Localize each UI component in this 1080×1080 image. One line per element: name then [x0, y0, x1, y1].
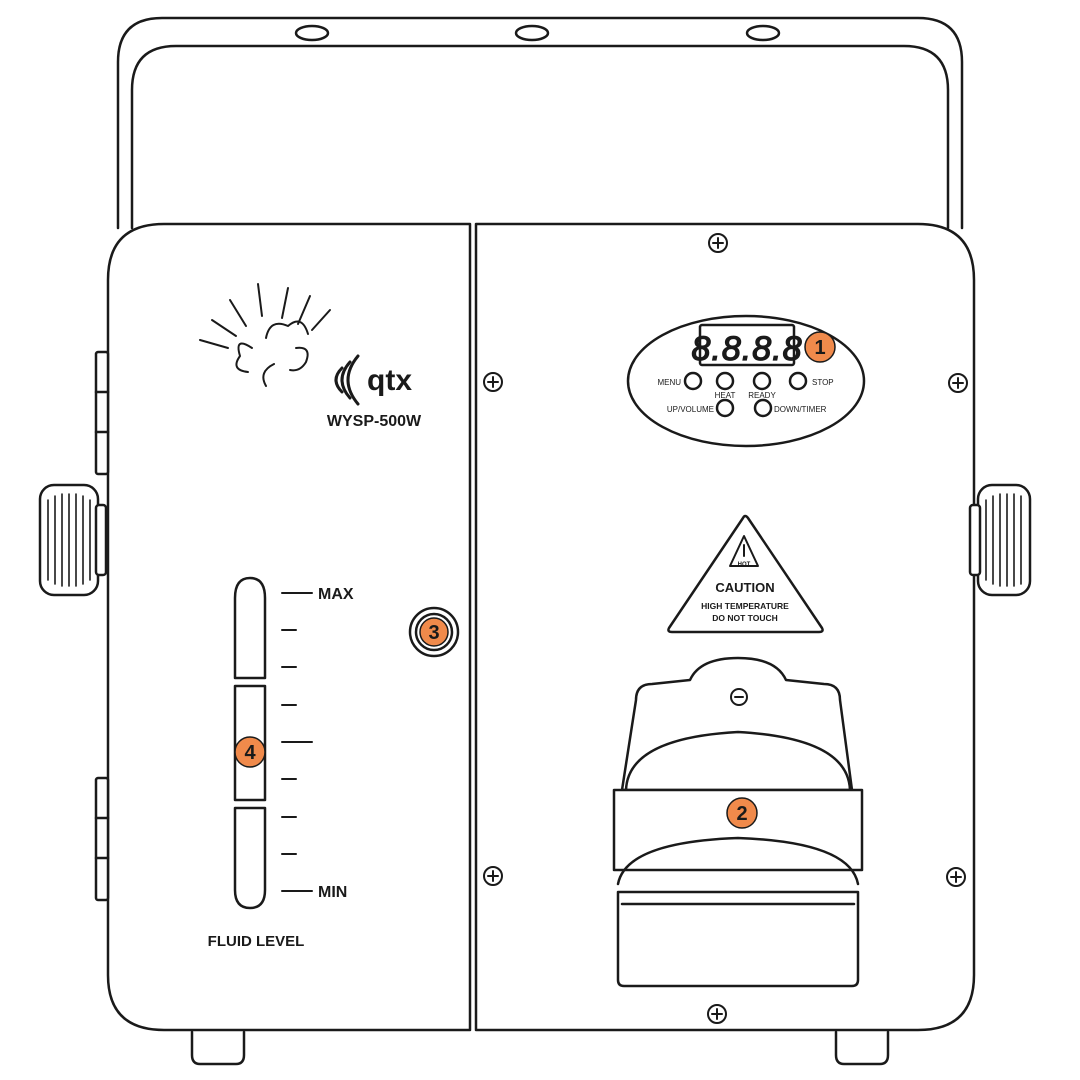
callout-1: 1 [804, 331, 836, 363]
bracket-hole-right [745, 24, 781, 42]
ready-label: READY [748, 391, 776, 400]
hinge-top [94, 350, 110, 476]
down-timer-button[interactable] [753, 398, 773, 418]
plus-screw-icon [948, 373, 968, 393]
callout-3: 3 [419, 617, 449, 647]
bracket-hole-center [514, 24, 550, 42]
adjustment-knob-right-icon[interactable] [968, 483, 1032, 597]
caution-line-2: DO NOT TOUCH [712, 613, 777, 623]
foot-left [190, 1030, 246, 1066]
mounting-bracket [116, 16, 964, 230]
caution-line-1: HIGH TEMPERATURE [701, 601, 789, 611]
plus-screw-icon [946, 867, 966, 887]
menu-label: MENU [657, 378, 681, 387]
stop-button[interactable] [788, 371, 808, 391]
down-timer-label: DOWN/TIMER [774, 405, 827, 414]
qtx-wave-icon [334, 354, 360, 406]
plus-screw-icon [708, 233, 728, 253]
hot-icon-text: HOT [738, 562, 751, 568]
heat-label: HEAT [715, 391, 736, 400]
model-number: WYSP-500W [327, 413, 422, 430]
callout-4: 4 [234, 736, 266, 768]
foot-right [834, 1030, 890, 1066]
smoke-logo-icon [199, 283, 331, 387]
menu-button[interactable] [683, 371, 703, 391]
stop-label: STOP [812, 378, 834, 387]
fluid-level-scale [281, 592, 313, 892]
fluid-max-label: MAX [318, 586, 354, 603]
up-volume-button[interactable] [715, 398, 735, 418]
brand-name: qtx [367, 364, 412, 397]
caution-label [667, 514, 824, 634]
callout-4-label: 4 [244, 742, 256, 764]
callout-1-label: 1 [814, 337, 825, 359]
hot-warning-icon [729, 535, 759, 567]
minus-screw-icon [730, 688, 748, 706]
housing-left-panel [106, 222, 472, 1032]
fluid-level-caption: FLUID LEVEL [208, 933, 305, 950]
callout-3-label: 3 [428, 622, 439, 644]
fluid-pump [612, 656, 864, 988]
up-volume-label: UP/VOLUME [667, 405, 714, 414]
fluid-min-label: MIN [318, 884, 347, 901]
caution-title: CAUTION [715, 580, 774, 595]
led-display-digits: 8.8.8.8 [692, 330, 803, 368]
hinge-bottom [94, 776, 110, 902]
callout-2-label: 2 [736, 803, 747, 825]
adjustment-knob-left-icon[interactable] [38, 483, 108, 597]
plus-screw-icon [707, 1004, 727, 1024]
plus-screw-icon [483, 866, 503, 886]
led-display [698, 323, 796, 367]
callout-2: 2 [726, 797, 758, 829]
heat-button[interactable] [715, 371, 735, 391]
ready-button[interactable] [752, 371, 772, 391]
bracket-hole-left [294, 24, 330, 42]
plus-screw-icon [483, 372, 503, 392]
